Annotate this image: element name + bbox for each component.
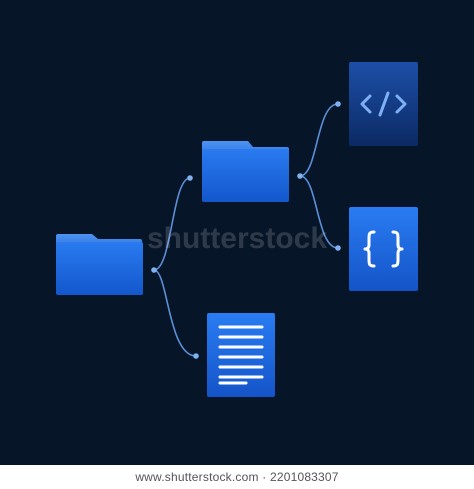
connector-dots: [151, 101, 341, 359]
document-icon[interactable]: [207, 313, 275, 397]
file-tree-diagram: [56, 62, 418, 397]
connector-root-to-subfolder: [153, 177, 191, 271]
root-folder-icon[interactable]: [56, 234, 143, 295]
code-brackets-icon: [360, 91, 407, 117]
connector-subfolder-to-json: [299, 175, 339, 249]
sub-folder-icon[interactable]: [202, 141, 289, 202]
connector-subfolder-to-html: [299, 103, 339, 177]
connector-root-to-document: [153, 269, 197, 357]
document-text-lines-icon: [218, 325, 264, 385]
curly-braces-icon: [363, 230, 404, 268]
json-file-icon[interactable]: [349, 207, 418, 291]
connector-lines: [153, 103, 339, 357]
footer-bar: www.shutterstock.com · 2201083307: [0, 465, 474, 489]
footer-credit: www.shutterstock.com · 2201083307: [135, 470, 339, 484]
html-code-file-icon[interactable]: [349, 62, 418, 146]
